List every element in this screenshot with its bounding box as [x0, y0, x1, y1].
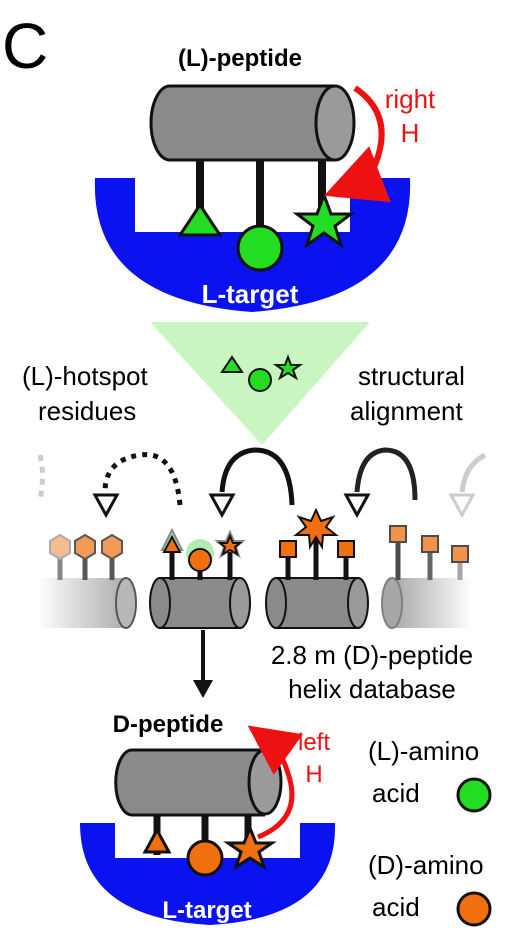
legend-d-swatch — [456, 891, 492, 927]
top-peptide-cylinder — [149, 84, 356, 162]
bottom-handedness-line2: H — [305, 761, 322, 788]
database-helix-3 — [265, 507, 369, 629]
database-label-line1: 2.8 m (D)-peptide — [271, 640, 473, 670]
funnel-star-residue — [272, 354, 304, 381]
d-star-residue — [223, 823, 277, 871]
legend: (L)-amino acid (D)-amino acid — [368, 736, 492, 927]
database-label-line2: helix database — [288, 674, 456, 704]
left-handed-arrow — [247, 725, 303, 840]
legend-l-line1: (L)-amino — [368, 736, 479, 766]
alignment-label-line1: structural — [358, 361, 465, 391]
top-handedness-line2: H — [401, 118, 420, 148]
top-handedness-line1: right — [385, 84, 436, 114]
top-target-label: L-target — [202, 279, 299, 309]
legend-l-line2: acid — [372, 778, 420, 808]
dotted-arc-arrow — [102, 452, 183, 506]
solid-arc-arrow-2 — [354, 447, 418, 501]
solid-arc-arrow-1 — [219, 447, 295, 506]
right-handed-arrow — [324, 85, 391, 203]
bottom-peptide-label: D-peptide — [113, 711, 224, 738]
l-triangle-residue — [177, 202, 223, 237]
database-helix-2 — [149, 527, 251, 629]
d-circle-residue — [186, 839, 224, 877]
hotspot-label-line2: residues — [38, 396, 136, 426]
bottom-handedness-line1: left — [298, 729, 330, 756]
legend-d-line2: acid — [372, 892, 420, 922]
funnel-circle-residue — [248, 368, 272, 392]
hotspot-label-line1: (L)-hotspot — [22, 361, 148, 391]
bottom-peptide-cylinder — [114, 748, 283, 817]
database-helix-4 — [381, 525, 472, 629]
funnel-triangle-residue — [220, 355, 244, 373]
alignment-label-line2: alignment — [350, 396, 464, 426]
l-star-residue — [292, 190, 356, 249]
database-helix-1 — [38, 533, 137, 629]
d-triangle-residue — [142, 826, 172, 854]
bottom-target-label: L-target — [162, 897, 251, 924]
top-peptide-label: (L)-peptide — [178, 45, 302, 72]
panel-letter: C — [2, 10, 48, 82]
legend-l-swatch — [456, 777, 492, 813]
l-circle-residue — [236, 224, 284, 272]
legend-d-line1: (D)-amino — [368, 850, 484, 880]
